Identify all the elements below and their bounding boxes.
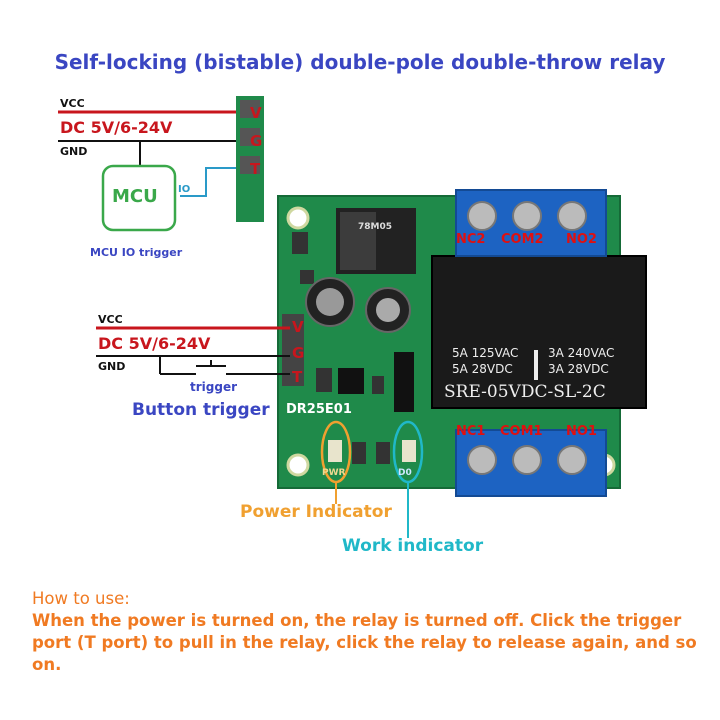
d0-led-label: D0 bbox=[398, 468, 412, 478]
relay-rating-left-2: 5A 28VDC bbox=[452, 362, 513, 376]
page-title: Self-locking (bistable) double-pole doub… bbox=[54, 50, 666, 74]
terminal-com1: COM1 bbox=[500, 424, 543, 439]
terminal-com2: COM2 bbox=[501, 232, 544, 247]
io-label: IO bbox=[178, 184, 191, 195]
how-to-line-2: port (T port) to pull in the relay, clic… bbox=[32, 633, 697, 674]
mcu-chip bbox=[101, 164, 177, 232]
mcu-label: MCU bbox=[112, 186, 158, 207]
btn-pin-t: T bbox=[292, 368, 303, 386]
mcu-trigger-caption: MCU IO trigger bbox=[90, 246, 183, 259]
terminal-no2: NO2 bbox=[566, 232, 597, 247]
mcu-wiring-lines bbox=[58, 110, 244, 197]
how-to-heading: How to use: bbox=[32, 589, 130, 608]
mcu-pin-v: V bbox=[250, 104, 262, 122]
btn-gnd-label: GND bbox=[98, 360, 126, 373]
relay-model: SRE-05VDC-SL-2C bbox=[444, 382, 606, 402]
work-indicator-annotation: Work indicator bbox=[342, 536, 484, 556]
indicator-callouts bbox=[320, 420, 424, 538]
mcu-dc-label: DC 5V/6-24V bbox=[60, 118, 173, 137]
relay-rating-left-1: 5A 125VAC bbox=[452, 346, 519, 360]
relay-board bbox=[277, 189, 647, 497]
power-indicator-annotation: Power Indicator bbox=[240, 502, 392, 522]
regulator-label: 78M05 bbox=[358, 222, 393, 232]
button-wiring-lines bbox=[96, 326, 290, 375]
mcu-pin-g: G bbox=[250, 132, 263, 150]
terminal-nc1: NC1 bbox=[456, 424, 486, 439]
mcu-vcc-label: VCC bbox=[60, 97, 85, 110]
btn-pin-g: G bbox=[292, 344, 305, 362]
terminal-no1: NO1 bbox=[566, 424, 597, 439]
top-connector-strip bbox=[236, 96, 264, 222]
terminal-nc2: NC2 bbox=[456, 232, 486, 247]
pwr-led-label: PWR bbox=[322, 468, 346, 478]
board-model: DR25E01 bbox=[286, 402, 352, 417]
relay-rating-right-1: 3A 240VAC bbox=[548, 346, 615, 360]
btn-vcc-label: VCC bbox=[98, 313, 123, 326]
btn-dc-label: DC 5V/6-24V bbox=[98, 334, 211, 353]
how-to-line-1: When the power is turned on, the relay i… bbox=[32, 611, 682, 630]
how-to-section: How to use: When the power is turned on,… bbox=[32, 588, 720, 676]
btn-pin-v: V bbox=[292, 318, 304, 336]
button-trigger-caption: Button trigger bbox=[132, 400, 270, 420]
mcu-pin-t: T bbox=[250, 160, 261, 178]
mcu-gnd-label: GND bbox=[60, 145, 88, 158]
trigger-label: trigger bbox=[190, 380, 238, 394]
relay-rating-right-2: 3A 28VDC bbox=[548, 362, 609, 376]
